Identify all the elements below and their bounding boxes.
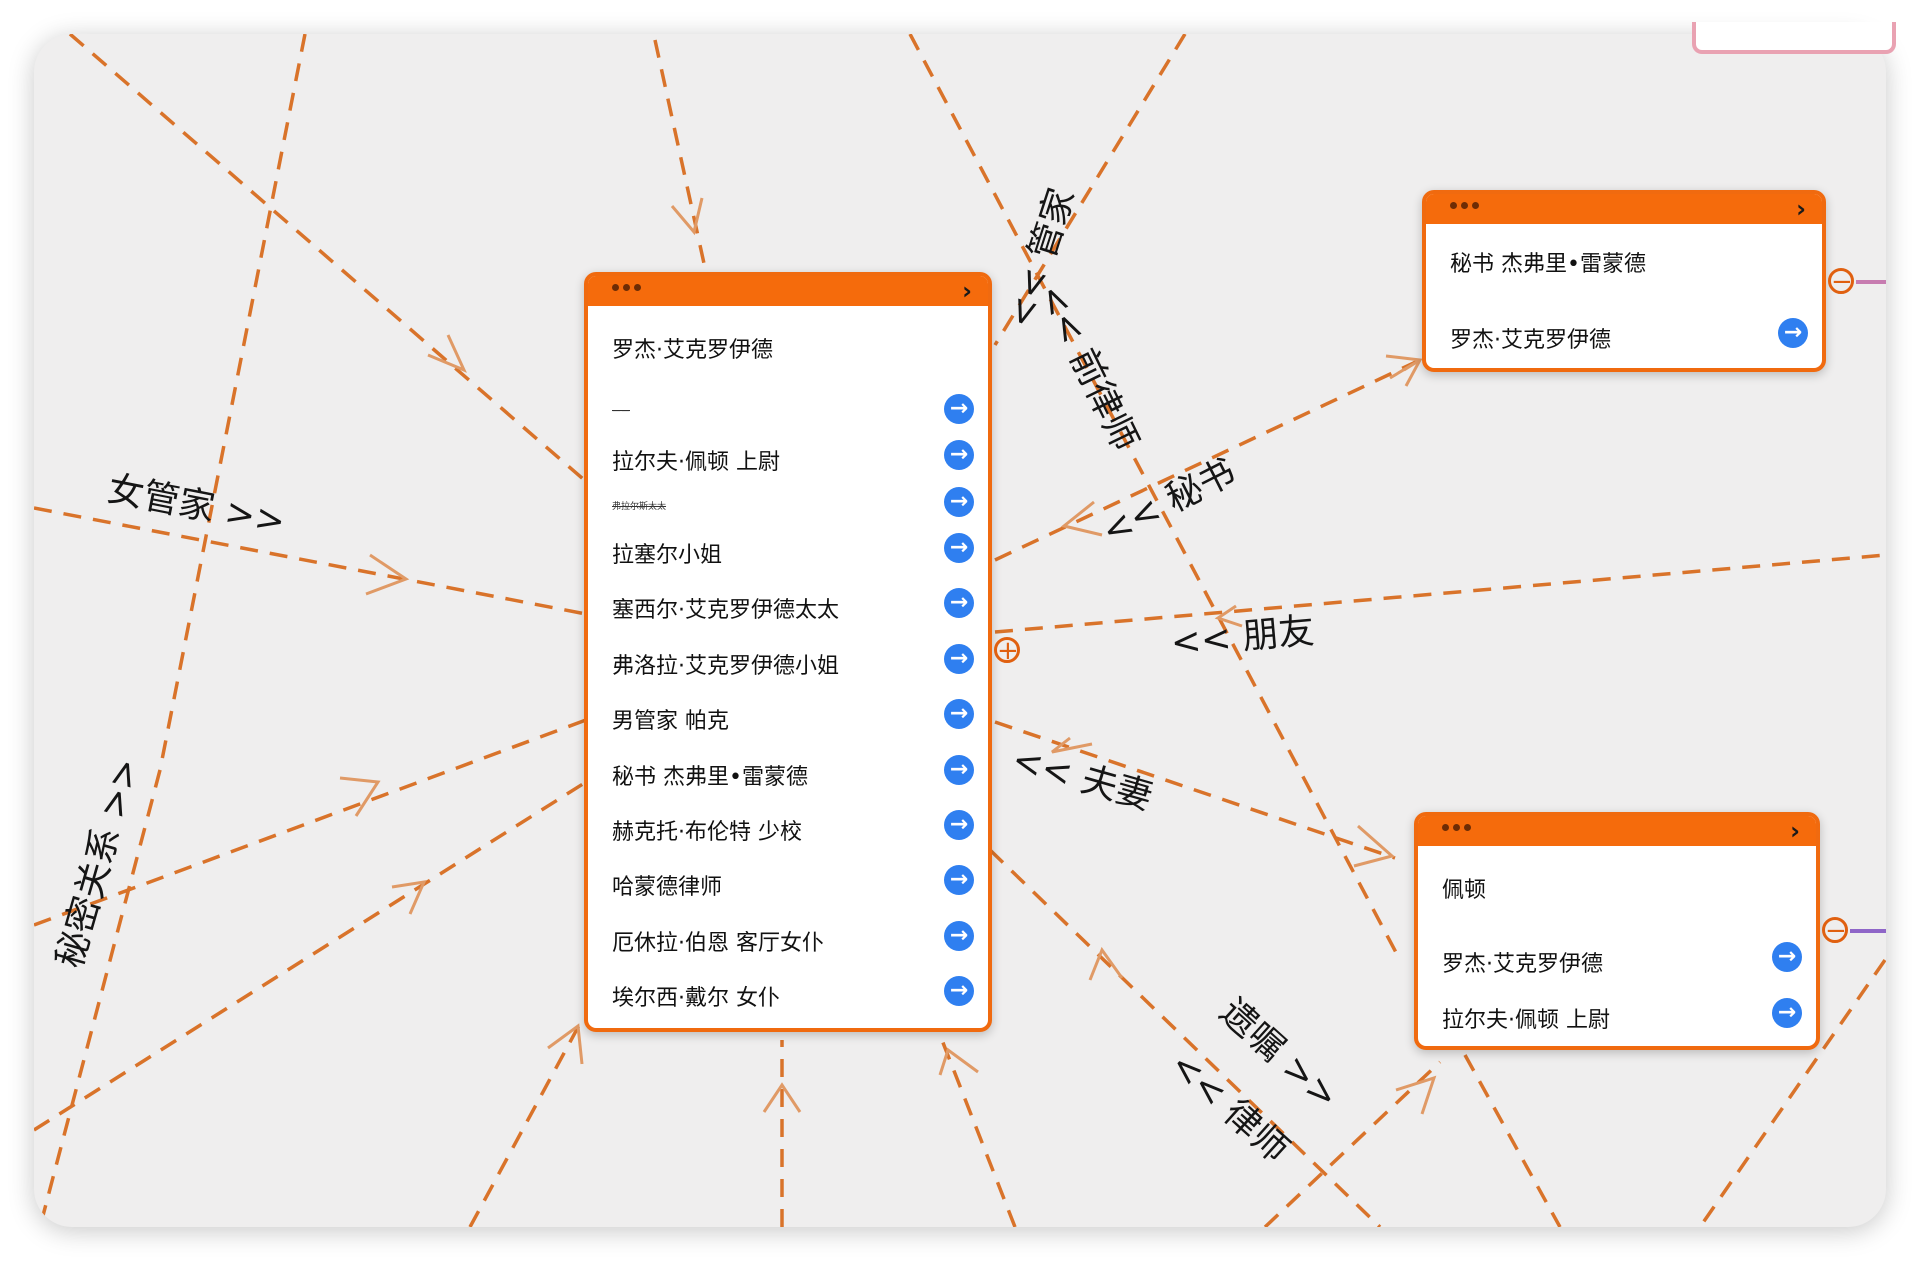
list-item[interactable]: 罗杰·艾克罗伊德 →: [1442, 942, 1802, 977]
chevron-right-icon[interactable]: ›: [1790, 817, 1800, 845]
list-item[interactable]: 秘书 杰弗里•雷蒙德 →: [612, 755, 974, 790]
list-item[interactable]: 厄休拉·伯恩 客厅女仆 →: [612, 921, 974, 956]
arrow-right-circle-icon[interactable]: →: [944, 865, 974, 895]
arrow-right-circle-icon[interactable]: →: [1772, 942, 1802, 972]
list-item-label: 拉尔夫·佩顿 上尉: [1442, 1008, 1610, 1033]
node-paton[interactable]: › 佩顿 罗杰·艾克罗伊德 → 拉尔夫·佩顿 上尉 →: [1414, 812, 1820, 1050]
list-item-label: 厄休拉·伯恩 客厅女仆: [612, 931, 824, 956]
chevron-right-icon[interactable]: ›: [962, 277, 972, 305]
list-item-label: 赫克托·布伦特 少校: [612, 820, 802, 845]
list-item-label: 拉塞尔小姐: [612, 543, 723, 568]
list-item[interactable]: 拉尔夫·佩顿 上尉 →: [612, 440, 974, 475]
list-item[interactable]: 拉尔夫·佩顿 上尉 →: [1442, 998, 1802, 1033]
list-item[interactable]: 埃尔西·戴尔 女仆 →: [612, 976, 974, 1011]
more-icon[interactable]: [612, 284, 641, 291]
arrow-right-circle-icon[interactable]: →: [944, 976, 974, 1006]
list-item[interactable]: 哈蒙德律师 →: [612, 865, 974, 900]
list-item[interactable]: 赫克托·布伦特 少校 →: [612, 810, 974, 845]
list-item-label: 拉尔夫·佩顿 上尉: [612, 450, 780, 475]
list-item-label: 男管家 帕克: [612, 709, 729, 734]
expand-toggle-icon[interactable]: +: [994, 637, 1020, 664]
more-icon[interactable]: [1442, 824, 1471, 831]
node-secretary-raymond[interactable]: › 秘书 杰弗里•雷蒙德 罗杰·艾克罗伊德 →: [1422, 190, 1826, 372]
list-item-label: 塞西尔·艾克罗伊德太太: [612, 598, 839, 623]
node-header[interactable]: ›: [1418, 816, 1816, 846]
arrow-right-circle-icon[interactable]: →: [944, 440, 974, 470]
list-item-label: 秘书 杰弗里•雷蒙德: [612, 765, 808, 790]
arrow-right-circle-icon[interactable]: →: [1772, 998, 1802, 1028]
node-title: 佩顿: [1442, 878, 1487, 903]
arrow-right-circle-icon[interactable]: →: [944, 588, 974, 618]
arrow-right-circle-icon[interactable]: →: [944, 487, 974, 517]
list-item-label: 埃尔西·戴尔 女仆: [612, 986, 780, 1011]
list-item-label: 罗杰·艾克罗伊德: [1450, 328, 1611, 353]
list-item[interactable]: 弗拉尔斯太太 →: [612, 487, 974, 521]
more-icon[interactable]: [1450, 202, 1479, 209]
arrow-right-circle-icon[interactable]: →: [1778, 318, 1808, 348]
list-item-label: 哈蒙德律师: [612, 875, 723, 900]
connector-stub: [1856, 280, 1886, 284]
node-title: 秘书 杰弗里•雷蒙德: [1450, 252, 1646, 277]
list-item[interactable]: 弗洛拉·艾克罗伊德小姐 →: [612, 644, 974, 679]
list-item-label: 弗洛拉·艾克罗伊德小姐: [612, 654, 839, 679]
node-header[interactable]: ›: [1426, 194, 1822, 224]
collapse-toggle-icon[interactable]: −: [1828, 268, 1854, 295]
list-item-label: ——: [612, 406, 630, 416]
node-header[interactable]: ›: [588, 276, 988, 306]
arrow-right-circle-icon[interactable]: →: [944, 699, 974, 729]
arrow-right-circle-icon[interactable]: →: [944, 394, 974, 424]
list-item-label: 弗拉尔斯太太: [612, 502, 667, 512]
arrow-right-circle-icon[interactable]: →: [944, 533, 974, 563]
chevron-right-icon[interactable]: ›: [1796, 195, 1806, 223]
node-title: 罗杰·艾克罗伊德: [612, 338, 773, 363]
partial-node-top-right[interactable]: [1692, 22, 1896, 54]
list-item[interactable]: —— →: [612, 394, 974, 428]
arrow-right-circle-icon[interactable]: →: [944, 644, 974, 674]
list-item-label: 罗杰·艾克罗伊德: [1442, 952, 1603, 977]
node-roger-ackroyd[interactable]: › 罗杰·艾克罗伊德 —— → 拉尔夫·佩顿 上尉 → 弗拉尔斯太太 → 拉塞尔…: [584, 272, 992, 1032]
list-item[interactable]: 罗杰·艾克罗伊德 →: [1450, 318, 1808, 353]
collapse-toggle-icon[interactable]: −: [1822, 917, 1848, 944]
connector-stub: [1850, 929, 1886, 933]
arrow-right-circle-icon[interactable]: →: [944, 921, 974, 951]
list-item[interactable]: 男管家 帕克 →: [612, 699, 974, 734]
list-item[interactable]: 拉塞尔小姐 →: [612, 533, 974, 568]
arrow-right-circle-icon[interactable]: →: [944, 755, 974, 785]
list-item[interactable]: 塞西尔·艾克罗伊德太太 →: [612, 588, 974, 623]
arrow-right-circle-icon[interactable]: →: [944, 810, 974, 840]
